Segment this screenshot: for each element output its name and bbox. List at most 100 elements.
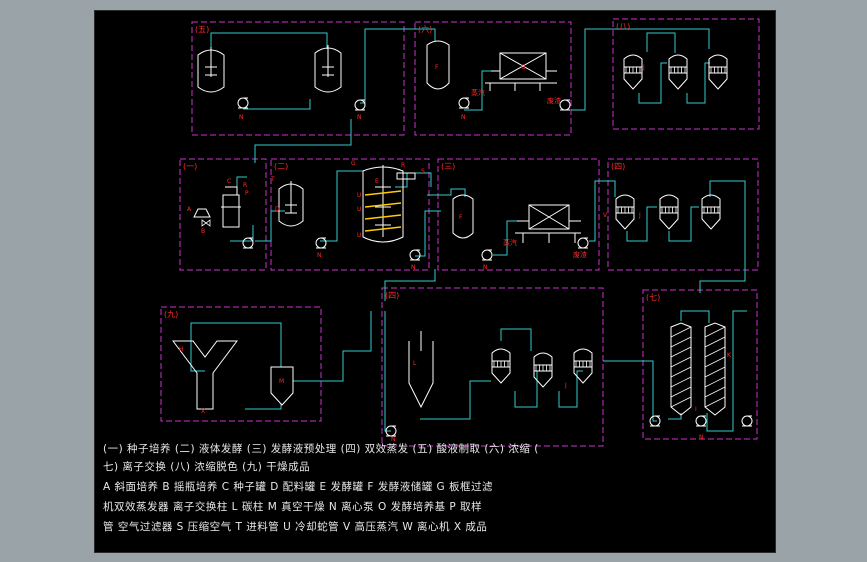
pipe-9c [293, 311, 372, 382]
pump-5b [354, 99, 366, 111]
pipe-2d [415, 210, 441, 257]
filter-press-3 [528, 204, 570, 230]
agitator-5b [322, 45, 334, 77]
legend-line-2: 七) 离子交换 (八) 浓缩脱色 (九) 干燥成品 [103, 461, 311, 473]
steam-waste-labels: 蒸汽 废渣 蒸汽 废渣 [471, 88, 587, 259]
pipe-9b [245, 403, 282, 410]
svg-text:H: H [179, 346, 184, 353]
pipe-9a [190, 322, 282, 372]
pump-7c [741, 415, 753, 427]
seed-tank-2 [278, 183, 304, 227]
pipe-4c [699, 180, 746, 293]
legend-line-5: 管 空气过滤器 S 压缩空气 T 进料管 U 冷却蛇管 V 高压蒸汽 W 离心机… [103, 521, 488, 533]
pipe-link-top [254, 119, 352, 163]
pump-2b [409, 249, 421, 261]
section-label-2: (二) [274, 162, 288, 171]
pipe-4a [626, 206, 657, 242]
svg-text:S: S [421, 168, 425, 175]
svg-text:U: U [357, 206, 361, 213]
section-label-8: (八) [616, 22, 630, 31]
svg-text:K: K [727, 352, 732, 359]
pump-6a [458, 97, 470, 109]
process-flow-diagram: (五) (六) (八) (一) (二) (三) (四) (九) (四) (七) … [160, 18, 760, 447]
legend-line-1: (一) 种子培养 (二) 液体发酵 (三) 发酵液预处理 (四) 双效蒸发 (五… [103, 443, 539, 455]
pump-5a [237, 97, 249, 109]
pipe-3c [589, 180, 616, 242]
svg-text:X: X [201, 408, 205, 415]
vacuum-dryer-9 [270, 366, 294, 406]
pipe-8a [646, 32, 676, 53]
svg-text:N: N [391, 436, 396, 443]
svg-text:M: M [279, 378, 284, 385]
svg-text:I: I [695, 406, 697, 413]
section-box-7 [642, 289, 758, 440]
label-waste-3: 废渣 [573, 250, 587, 259]
section-label-9: (九) [164, 310, 178, 319]
svg-text:N: N [357, 114, 362, 121]
section-label-6: (六) [418, 24, 432, 34]
label-steam-6: 蒸汽 [471, 88, 485, 97]
svg-text:N: N [317, 252, 322, 259]
section-box-8 [612, 18, 760, 130]
pipe-7b [680, 310, 710, 323]
evaporator-8b [668, 54, 688, 90]
pipe-7c [706, 310, 747, 432]
svg-text:U: U [357, 232, 361, 239]
column-hatching [670, 326, 726, 408]
ion-column-7b [704, 322, 726, 416]
section-box-4 [607, 158, 759, 271]
svg-text:R: R [401, 162, 405, 169]
drawing-frame: (五) (六) (八) (一) (二) (三) (四) (九) (四) (七) … [94, 10, 776, 553]
storage-tank-6 [426, 40, 450, 90]
ion-column-7a [670, 322, 692, 416]
fermenter-2 [362, 166, 404, 243]
seed-tank-5b [314, 47, 342, 93]
svg-text:N: N [461, 114, 466, 121]
pump-2 [315, 237, 327, 249]
section-label-3: (三) [441, 162, 455, 171]
pump-6b [559, 99, 571, 111]
pipe-a3 [500, 328, 532, 351]
svg-text:L: L [413, 360, 417, 367]
svg-text:J: J [642, 64, 645, 71]
equipment-labels: A B C R P T D N U U U G S N F N V J F N … [179, 64, 732, 443]
svg-text:J: J [638, 212, 641, 219]
svg-text:J: J [564, 382, 567, 389]
evaporator-4a [615, 194, 635, 230]
pipe-8b [638, 62, 667, 104]
pump-7b [695, 415, 707, 427]
shake-flask-1 [193, 208, 211, 218]
crystallizer-a [408, 341, 434, 409]
pump-3b [577, 237, 589, 249]
svg-text:N: N [483, 264, 488, 271]
pipe-2b [320, 170, 363, 242]
svg-text:N: N [699, 434, 704, 441]
section-box-9 [160, 306, 322, 422]
evaporator-4b [659, 194, 679, 230]
filter-press-6 [499, 52, 547, 80]
section-box-1 [179, 158, 267, 271]
section-labels: (五) (六) (八) (一) (二) (三) (四) (九) (四) (七) [164, 22, 660, 319]
section-label-5: (五) [195, 25, 209, 34]
pipe-3b [493, 220, 517, 256]
svg-text:C: C [227, 178, 231, 185]
svg-text:A: A [187, 206, 192, 213]
section-box-3 [437, 158, 600, 271]
pipe-5a [210, 32, 328, 51]
svg-text:N: N [239, 114, 244, 121]
pipe-5c [360, 28, 436, 104]
svg-text:V: V [603, 212, 608, 219]
legend-line-3: A 斜面培养 B 摇瓶培养 C 种子罐 D 配料罐 E 发酵罐 F 发酵液储罐 … [103, 481, 494, 493]
section-label-a: (四) [385, 291, 399, 300]
evaporator-8a [623, 54, 643, 90]
evaporator-8c [708, 54, 728, 90]
section-box-6 [414, 21, 572, 136]
svg-text:E: E [375, 178, 379, 185]
pipe-link-mid [384, 269, 436, 301]
svg-text:G: G [351, 160, 356, 167]
section-box-a [381, 287, 604, 447]
section-label-4: (四) [611, 162, 625, 171]
label-waste-6: 废渣 [547, 96, 561, 105]
seed-tank-5a [197, 49, 225, 93]
incubator-1 [222, 194, 240, 228]
